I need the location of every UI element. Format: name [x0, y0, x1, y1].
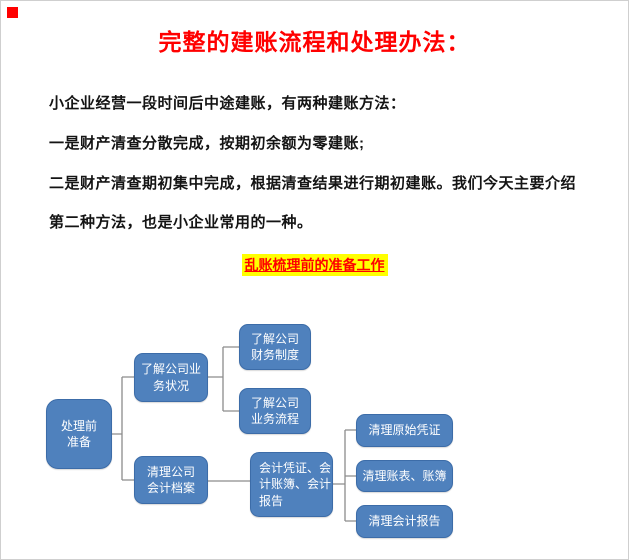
flow-node-understand-business-status: 了解公司业 务状况 — [134, 353, 208, 402]
paragraph: 小企业经营一段时间后中途建账，有两种建账方法： — [49, 95, 406, 112]
flow-node-clean-account-tables-books: 清理账表、账簿 — [356, 460, 453, 492]
paragraph: 一是财产清查分散完成，按期初余额为零建账; — [49, 134, 365, 152]
connector-prep-branch — [112, 376, 134, 481]
flow-node-prep: 处理前 准备 — [46, 399, 112, 469]
flow-node-understand-business-process: 了解公司 业务流程 — [239, 388, 311, 434]
flow-node-clean-accounting-reports: 清理会计报告 — [356, 505, 453, 538]
flow-node-understand-finance-system: 了解公司 财务制度 — [239, 324, 311, 370]
flow-node-vouchers-books-reports: 会计凭证、会 计账簿、会计 报告 — [250, 452, 333, 517]
red-square-marker — [7, 7, 18, 18]
paragraph: 二是财产清查期初集中完成，根据清查结果进行期初建账。我们今天主要介绍 — [49, 174, 577, 192]
section-heading: 乱账梳理前的准备工作 — [241, 254, 388, 276]
section-heading-wrap: 乱账梳理前的准备工作 — [1, 254, 628, 276]
page-title: 完整的建账流程和处理办法： — [158, 29, 471, 55]
connector-vouchers-branch — [333, 429, 356, 522]
flow-node-clean-accounting-archives: 清理公司 会计档案 — [134, 456, 208, 504]
flow-node-clean-original-vouchers: 清理原始凭证 — [356, 414, 453, 447]
body-text: 小企业经营一段时间后中途建账，有两种建账方法： 一是财产清查分散完成，按期初余额… — [49, 95, 580, 233]
connector-business-branch — [208, 346, 239, 412]
paragraph: 第二种方法，也是小企业常用的一种。 — [49, 214, 313, 232]
